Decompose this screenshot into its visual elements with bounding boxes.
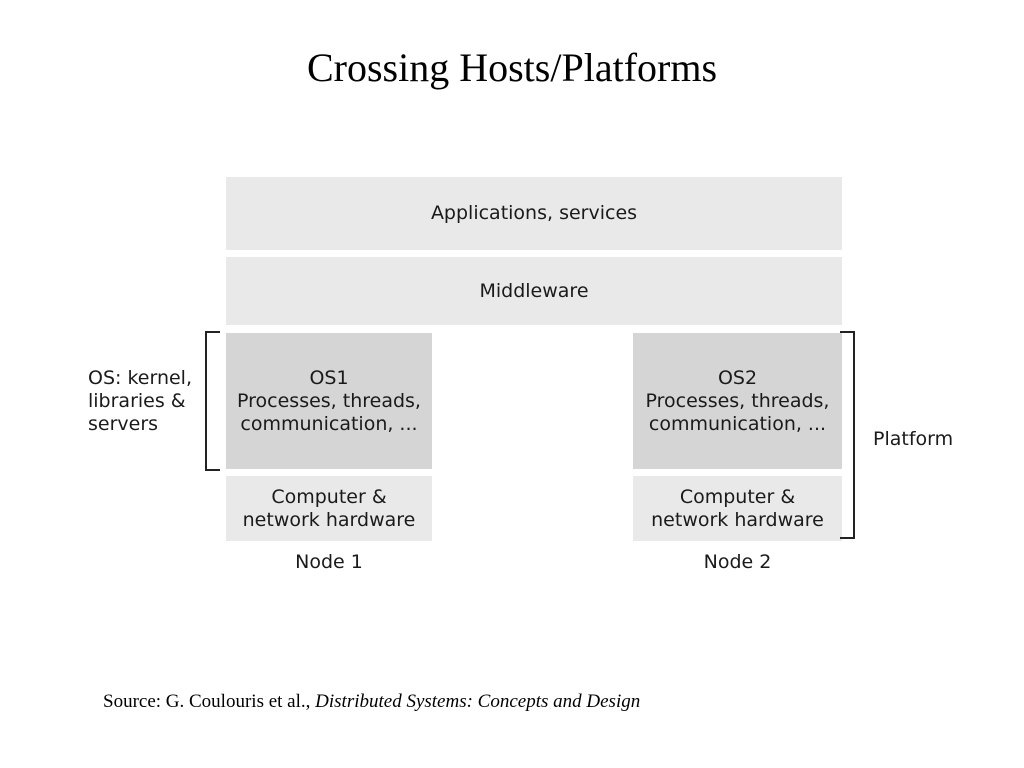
node2-label: Node 2 [703,551,772,573]
hardware1-line2: network hardware [242,508,416,531]
hardware2-box: Computer & network hardware [633,476,842,541]
applications-layer: Applications, services [226,177,842,250]
slide-title: Crossing Hosts/Platforms [306,45,718,90]
os1-name: OS1 [309,366,349,389]
source-citation: Source: G. Coulouris et al., Distributed… [103,690,640,714]
os-side-label: OS: kernel, libraries & servers [88,367,203,436]
os2-name: OS2 [717,366,758,389]
os2-line1: Processes, threads, [645,389,830,412]
os2-box: OS2 Processes, threads, communication, .… [633,333,842,469]
os1-line1: Processes, threads, [237,389,421,412]
os-bracket [205,331,220,471]
hardware1-line1: Computer & [271,485,387,508]
middleware-label: Middleware [479,279,589,302]
os-side-label-line1: OS: kernel, [88,367,192,389]
middleware-layer: Middleware [226,257,842,325]
platform-bracket [840,331,855,539]
os-side-label-line2: libraries & [88,390,186,412]
hardware2-line2: network hardware [651,508,824,531]
hardware2-line1: Computer & [679,485,796,508]
platform-side-label: Platform [873,428,954,450]
source-book-title: Distributed Systems: Concepts and Design [315,691,641,712]
source-prefix: Source: G. Coulouris et al., [103,691,316,712]
hardware1-box: Computer & network hardware [226,476,432,541]
os1-line2: communication, ... [240,412,418,435]
os-side-label-line3: servers [88,413,159,435]
os1-box: OS1 Processes, threads, communication, .… [226,333,432,469]
node1-label: Node 1 [295,551,363,573]
applications-label: Applications, services [430,202,638,224]
os2-line2: communication, ... [648,412,827,435]
